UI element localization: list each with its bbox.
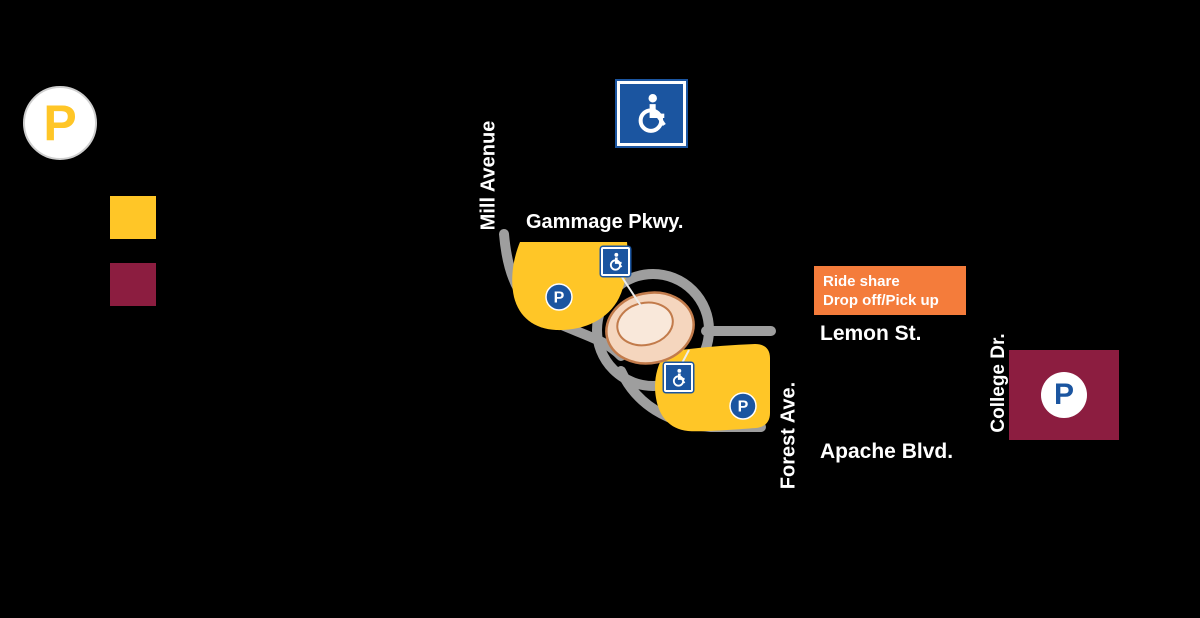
- parking-badge-south: P: [729, 392, 757, 420]
- accessible-parking-sign-large: [617, 81, 686, 146]
- parking-structure-badge: P: [1041, 372, 1087, 418]
- parking-badge-letter: P: [738, 399, 749, 416]
- wheelchair-icon: [630, 92, 674, 136]
- building-inner-dome: [616, 301, 674, 347]
- street-label-gammage-pkwy: Gammage Pkwy.: [526, 211, 684, 233]
- legend-swatch-gold-lot: [110, 196, 156, 239]
- parking-lot-north: [512, 242, 628, 331]
- street-label-apache-blvd: Apache Blvd.: [820, 440, 954, 463]
- accessible-parking-icon-south: [664, 363, 693, 392]
- parking-badge-letter: P: [554, 290, 565, 307]
- street-label-lemon-st: Lemon St.: [820, 322, 922, 345]
- accessible-parking-icon-north: [601, 247, 630, 276]
- ride-share-line2: Drop off/Pick up: [823, 291, 939, 309]
- parking-letter: P: [1053, 378, 1074, 411]
- street-label-college-dr: College Dr.: [988, 333, 1009, 433]
- street-label-forest-ave: Forest Ave.: [777, 381, 800, 490]
- gammage-auditorium-building: [605, 291, 695, 365]
- parking-badge-circle: [729, 392, 757, 420]
- parking-structure-college-dr: P: [1009, 350, 1119, 440]
- wheelchair-icon: [606, 252, 626, 272]
- parking-badge-north: P: [545, 283, 573, 311]
- wheelchair-icon: [669, 368, 689, 388]
- ride-share-callout: Ride share Drop off/Pick up: [814, 266, 966, 315]
- legend-swatch-maroon-structure: [110, 263, 156, 306]
- parking-legend-icon: P: [23, 86, 97, 160]
- parking-badge-circle: [545, 283, 573, 311]
- street-label-mill-avenue: Mill Avenue: [477, 120, 500, 231]
- ride-share-line1: Ride share: [823, 273, 900, 290]
- parking-letter: P: [43, 95, 77, 151]
